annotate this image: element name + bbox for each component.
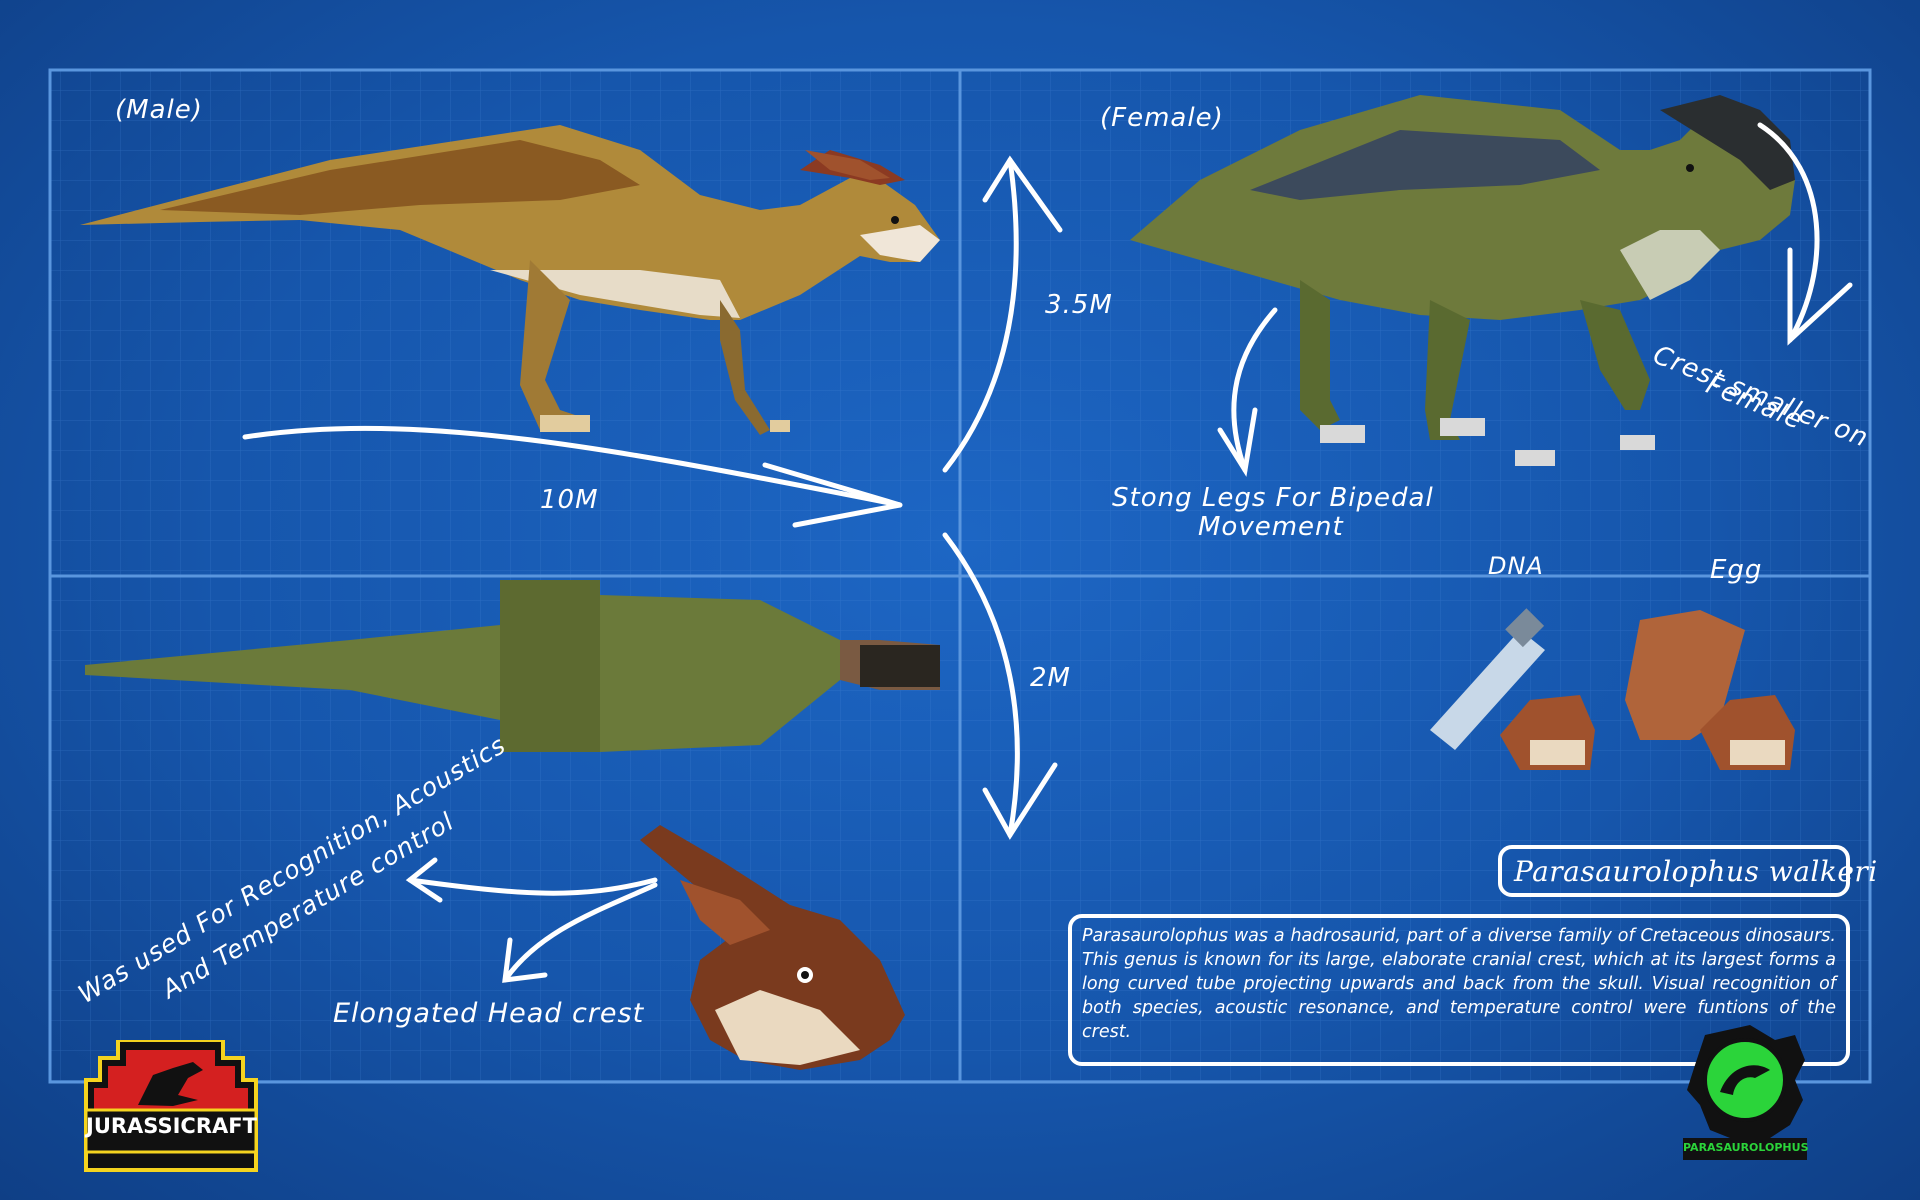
width-arrow — [942, 532, 1020, 838]
jurassicraft-wordmark: JurassiCraft — [86, 1114, 257, 1138]
use-arrow — [407, 877, 658, 896]
head-closeup-illustration — [640, 825, 905, 1070]
legs-arrow — [1231, 307, 1278, 473]
jurassicraft-logo: JurassiCraft — [78, 1038, 263, 1180]
head-crest-arrow — [502, 882, 658, 983]
dna-label: DNA — [1488, 552, 1544, 580]
egg-icon — [1625, 610, 1795, 770]
top-view-illustration — [85, 580, 940, 752]
length-arrow — [242, 425, 903, 508]
jurassicraft-emblem — [84, 1038, 258, 1172]
length-label: 10M — [540, 485, 599, 515]
dimension-arrows — [242, 122, 1853, 983]
female-label: (Female) — [1100, 103, 1224, 133]
species-description: Parasaurolophus was a hadrosaurid, part … — [1082, 926, 1836, 1042]
male-dinosaur-illustration — [80, 125, 940, 435]
legs-label-line1: Stong Legs For Bipedal — [1112, 483, 1434, 513]
width-label: 2M — [1030, 663, 1071, 693]
crest-arrow — [1757, 122, 1820, 343]
height-arrow — [942, 157, 1019, 473]
species-badge-label: Parasaurolophus — [1683, 1141, 1809, 1154]
species-title: Parasaurolophus walkeri — [1514, 855, 1878, 888]
species-badge-emblem — [1683, 1025, 1807, 1160]
species-badge: Parasaurolophus — [1675, 1020, 1815, 1170]
height-label: 3.5M — [1045, 290, 1113, 320]
species-description-box: Parasaurolophus was a hadrosaurid, part … — [1068, 914, 1850, 1066]
species-title-box: Parasaurolophus walkeri — [1498, 845, 1878, 897]
female-dinosaur-illustration — [1130, 95, 1795, 466]
egg-label: Egg — [1710, 555, 1763, 585]
head-crest-label: Elongated Head crest — [333, 998, 645, 1029]
dna-syringe-icon — [1430, 608, 1595, 770]
legs-label-line2: Movement — [1198, 512, 1344, 542]
male-label: (Male) — [115, 95, 203, 125]
